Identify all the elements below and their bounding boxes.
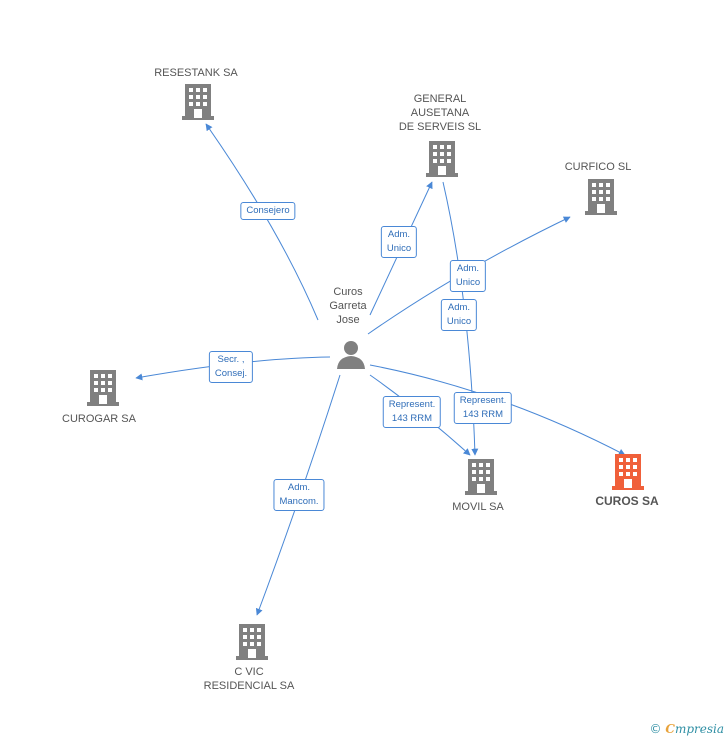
- person-icon[interactable]: [336, 340, 366, 370]
- node-label-cvic[interactable]: C VIC RESIDENCIAL SA: [203, 666, 295, 692]
- node-label-curogar[interactable]: CUROGAR SA: [62, 413, 136, 425]
- building-icon-general[interactable]: [426, 141, 458, 177]
- node-label-curos[interactable]: CUROS SA: [595, 494, 659, 508]
- edge-label-secr: Secr. , Consej.: [208, 351, 254, 383]
- edge-label-represent-1: Represent. 143 RRM: [382, 396, 442, 428]
- edge-consejero: [205, 123, 319, 321]
- footer-brand[interactable]: © Cmpresia: [650, 722, 724, 736]
- edge-label-adm-mancom: Adm. Mancom.: [273, 479, 325, 511]
- node-label-movil[interactable]: MOVIL SA: [452, 501, 504, 513]
- node-label-person[interactable]: Curos Garreta Jose: [329, 286, 367, 326]
- edge-label-consejero: Consejero: [240, 202, 296, 220]
- building-icon-cvic[interactable]: [236, 624, 268, 660]
- node-label-general[interactable]: GENERAL AUSETANA DE SERVEIS SL: [398, 93, 482, 133]
- node-label-resestank[interactable]: RESESTANK SA: [154, 67, 238, 79]
- edge-label-adm-unico-1: Adm. Unico: [380, 226, 418, 258]
- edge-label-adm-unico-2: Adm. Unico: [449, 260, 487, 292]
- edge-label-adm-unico-3: Adm. Unico: [440, 299, 478, 331]
- building-icon-resestank[interactable]: [182, 84, 214, 120]
- building-icon-curogar[interactable]: [87, 370, 119, 406]
- brand-name: mpresia: [674, 722, 724, 736]
- building-icon-curfico[interactable]: [585, 179, 617, 215]
- building-icon-movil[interactable]: [465, 459, 497, 495]
- brand-e-logo: C: [665, 722, 675, 736]
- edge-label-represent-2: Represent. 143 RRM: [453, 392, 513, 424]
- node-label-curfico[interactable]: CURFICO SL: [564, 161, 632, 173]
- copyright-symbol: ©: [649, 722, 662, 736]
- building-icon-curos-highlight[interactable]: [612, 454, 644, 490]
